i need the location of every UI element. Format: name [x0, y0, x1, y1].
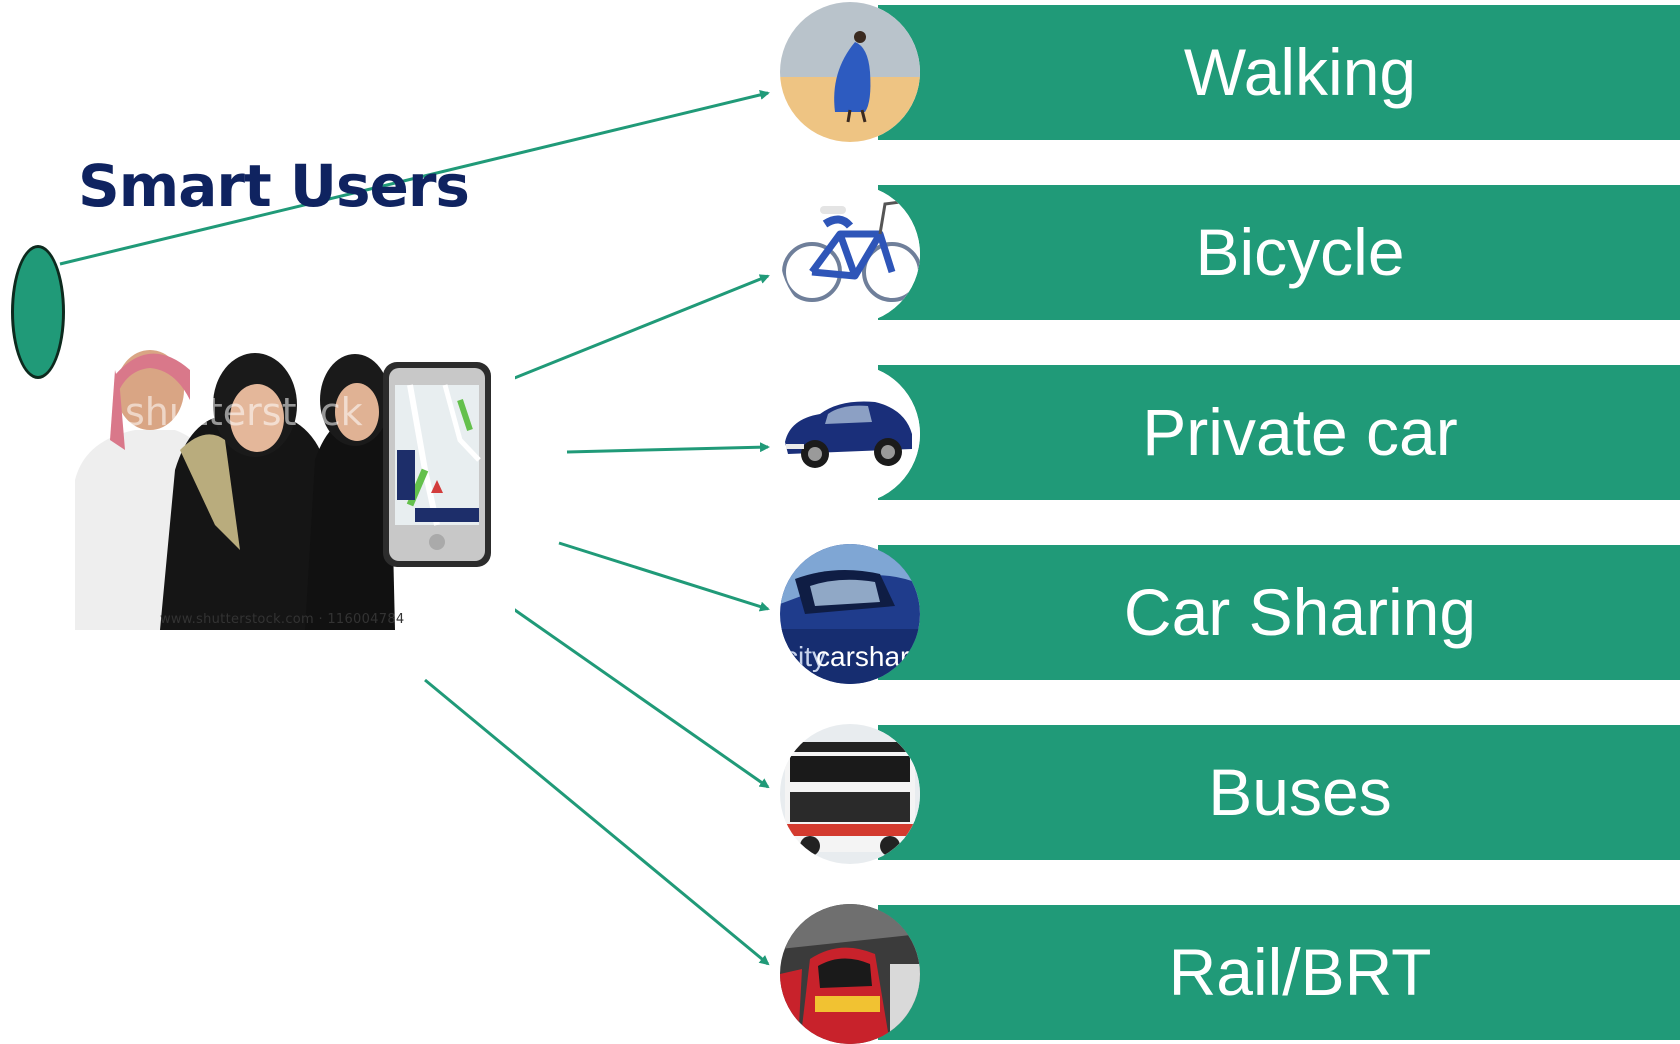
mode-band-bicycle	[878, 185, 1680, 320]
arrow-to-private-car	[566, 442, 770, 454]
photo-caption: www.shutterstock.com · 116004784	[160, 612, 405, 627]
mode-label-buses: Buses	[1208, 755, 1392, 829]
diagram-title: Smart Users	[78, 152, 470, 220]
mode-band-private-car	[878, 365, 1680, 500]
arrow-to-car-sharing	[558, 541, 770, 612]
walking-person-icon	[780, 2, 920, 142]
mode-label-walking: Walking	[1183, 35, 1417, 109]
users-with-smartphone-photo: shutterstock	[65, 330, 515, 630]
arrow-to-buses	[511, 606, 770, 789]
mode-label-rail: Rail/BRT	[1168, 935, 1432, 1009]
bicycle-icon	[780, 184, 920, 324]
train-icon	[780, 904, 920, 1044]
mode-label-car-sharing: Car Sharing	[1123, 575, 1477, 649]
private-car-icon	[780, 364, 920, 504]
mode-band-rail	[878, 905, 1680, 1040]
mode-band-walking	[878, 5, 1680, 140]
mode-band-buses	[878, 725, 1680, 860]
mode-label-bicycle: Bicycle	[1195, 215, 1405, 289]
arrow-to-rail	[424, 678, 770, 966]
bus-icon	[780, 724, 920, 864]
mode-label-private-car: Private car	[1142, 395, 1458, 469]
svg-text:shutterstock: shutterstock	[125, 390, 363, 434]
mode-band-car-sharing	[878, 545, 1680, 680]
car-sharing-icon: city carshare	[780, 544, 920, 684]
users-node	[11, 245, 65, 379]
arrow-to-bicycle	[511, 274, 770, 381]
